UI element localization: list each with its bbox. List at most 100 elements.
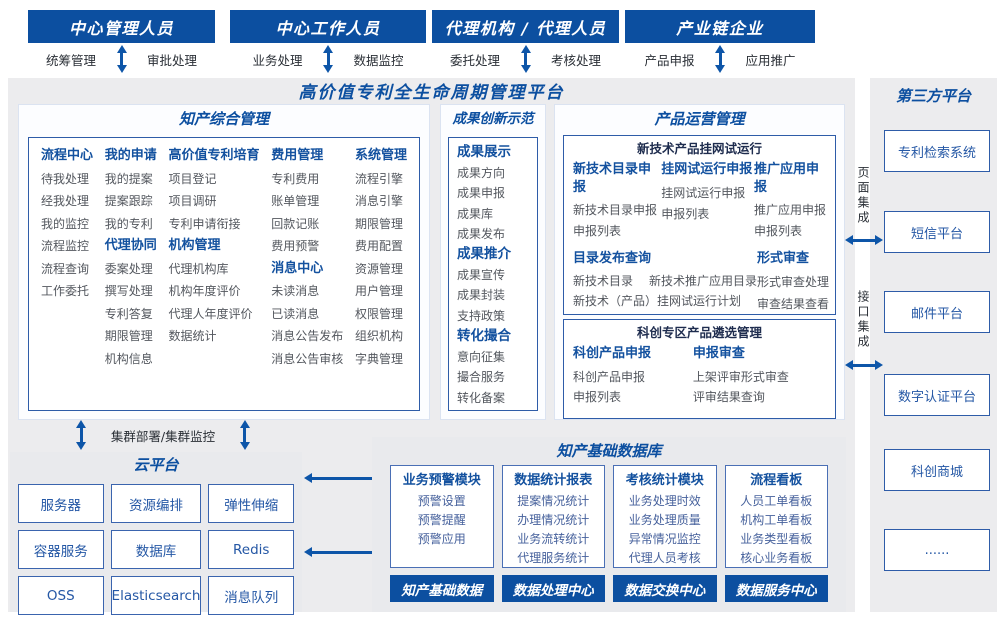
updown-arrow-icon [116, 45, 127, 73]
db-module-box: 流程看板人员工单看板机构工单看板业务类型看板核心业务看板 [724, 465, 828, 568]
menu-item: 流程引擎 [354, 171, 403, 186]
section-ip-management: 知产综合管理 流程中心待我处理经我处理我的监控流程监控流程查询工作委托我的申请我… [18, 104, 430, 420]
db-module-header: 业务预警模块 [402, 473, 481, 488]
subbox-columns: 新技术目录申报新技术目录申报申报列表挂网试运行申报挂网试运行申报申报列表推广应用… [564, 161, 835, 242]
cloud-service-box: 资源编排 [110, 484, 202, 523]
page-integration-label: 页面集成 [856, 166, 870, 226]
menu-item: 专利答复 [104, 306, 153, 321]
db-module-item: 提案情况统计 [517, 494, 590, 508]
third-party-box: ...... [884, 529, 990, 571]
third-party-box: 邮件平台 [884, 291, 990, 333]
menu-item: 待我处理 [41, 171, 90, 186]
left-arrow-icon [304, 473, 372, 483]
section-ip-base-database: 知产基础数据库 业务预警模块预警设置预警提醒预警应用知产基础数据数据统计报表提案… [372, 437, 846, 612]
cloud-service-box: 容器服务 [18, 530, 104, 569]
menu-item: 消息公告审核 [271, 351, 344, 366]
db-module-header: 考核统计模块 [625, 473, 704, 488]
menu-column: 系统管理流程引擎消息引擎期限管理费用配置资源管理用户管理权限管理组织机构字典管理 [355, 145, 407, 370]
menu-column: 费用管理专利费用账单管理回款记账费用预警消息中心未读消息已读消息消息公告发布消息… [271, 145, 343, 370]
db-center-button: 数据处理中心 [501, 575, 605, 602]
menu-item: 已读消息 [271, 306, 320, 321]
menu-item: 消息引擎 [354, 194, 403, 208]
left-right-arrow-icon [845, 360, 883, 370]
menu-column: 新技术目录申报新技术目录申报申报列表 [573, 161, 661, 242]
updown-arrow-icon [520, 45, 531, 73]
left-right-arrow-icon [845, 235, 883, 245]
db-module-item: 代理人员考核 [628, 551, 701, 565]
menu-item: 回款记账 [271, 216, 320, 231]
menu-item: 申报列表 [573, 389, 622, 404]
menu-item: 审查结果查看 [757, 297, 830, 311]
cloud-service-box: OSS [18, 576, 104, 615]
db-center-button: 知产基础数据 [390, 575, 494, 602]
section-achievement-demo-title: 成果创新示范 [452, 111, 534, 127]
menu-item-row: 新技术（产品）挂网试运行计划 [573, 291, 757, 311]
section-achievement-demo: 成果创新示范 成果展示成果方向成果申报成果库成果发布成果推介成果宣传成果封装支持… [440, 104, 546, 420]
db-module-item: 业务流转统计 [517, 532, 590, 546]
cloud-service-box: 弹性伸缩 [208, 484, 294, 523]
menu-group-header: 流程中心 [41, 148, 94, 163]
cloud-service-box: 消息队列 [208, 576, 294, 615]
left-right-arrow-icon [304, 547, 380, 557]
menu-item: 期限管理 [104, 329, 153, 343]
menu-column: 我的申请我的提案提案跟踪我的专利代理协同委案处理撰写处理专利答复期限管理机构信息 [105, 145, 157, 370]
db-column: 数据统计报表提案情况统计办理情况统计业务流转统计代理服务统计数据处理中心 [501, 465, 605, 602]
role-block: 中心管理人员统筹管理审批处理 [28, 10, 215, 75]
menu-group-header: 我的申请 [104, 148, 157, 163]
subbox-title: 科创专区产品遴选管理 [636, 325, 762, 340]
menu-item: 成果方向 [457, 166, 506, 180]
subbox-new-tech-trial: 新技术产品挂网试运行新技术目录申报新技术目录申报申报列表挂网试运行申报挂网试运行… [563, 135, 836, 315]
menu-item: 上架评审形式审查 [692, 369, 789, 384]
menu-group-header: 费用管理 [271, 148, 324, 163]
db-center-button: 数据交换中心 [613, 575, 717, 602]
menu-item: 评审结果查询 [692, 389, 765, 404]
db-column: 考核统计模块业务处理时效业务处理质量异常情况监控代理人员考核数据交换中心 [613, 465, 717, 602]
role-right-label: 应用推广 [745, 52, 796, 68]
menu-item: 新技术目录申报 [573, 203, 658, 217]
menu-item: 费用配置 [354, 239, 403, 253]
menu-item: 申报列表 [661, 206, 710, 221]
menu-item: 经我处理 [41, 194, 90, 208]
menu-item: 账单管理 [271, 194, 320, 208]
menu-item: 我的提案 [104, 171, 153, 186]
menu-item: 机构信息 [104, 351, 153, 366]
menu-group-header: 推广应用申报 [753, 162, 819, 195]
menu-group-header: 转化撮合 [457, 328, 511, 345]
updown-arrow-icon [715, 45, 725, 73]
menu-group-header: 科创产品申报 [573, 346, 652, 361]
menu-item-row: 新技术目录新技术推广应用目录 [573, 271, 757, 291]
third-party-box: 专利检索系统 [884, 130, 990, 172]
cloud-service-box: 数据库 [110, 530, 202, 569]
menu-item: 字典管理 [354, 351, 403, 366]
db-module-item: 业务类型看板 [740, 532, 813, 546]
platform-title: 高价值专利全生命周期管理平台 [298, 83, 565, 103]
role-title: 中心工作人员 [230, 10, 426, 43]
menu-item: 成果发布 [457, 226, 506, 241]
section-cloud-platform-title: 云平台 [133, 456, 179, 474]
menu-group-header: 成果展示 [457, 144, 511, 160]
menu-item: 代理人年度评价 [168, 306, 253, 321]
updown-arrow-icon [76, 420, 87, 450]
role-labels: 业务处理数据监控 [230, 43, 426, 75]
cloud-service-box: Elasticsearch [110, 576, 202, 615]
section-third-party: 第三方平台 专利检索系统短信平台邮件平台数字认证平台科创商城...... [870, 78, 997, 612]
role-block: 中心工作人员业务处理数据监控 [230, 10, 426, 75]
menu-group-header: 高价值专利培育 [168, 148, 260, 163]
cloud-service-box: Redis [208, 530, 294, 569]
subbox-columns: 科创产品申报科创产品申报申报列表申报审查上架评审形式审查评审结果查询 [564, 345, 835, 407]
updown-arrow-icon [239, 420, 250, 450]
third-party-box: 数字认证平台 [884, 374, 990, 416]
menu-group-header: 新技术目录申报 [573, 162, 652, 195]
menu-item: 资源管理 [354, 261, 403, 276]
menu-item: 成果申报 [457, 186, 506, 201]
menu-item: 撮合服务 [457, 370, 506, 385]
menu-item: 费用预警 [271, 239, 320, 253]
subbox-title: 新技术产品挂网试运行 [636, 141, 762, 156]
db-module-item: 预警提醒 [417, 513, 466, 527]
menu-item: 组织机构 [354, 329, 403, 343]
db-module-box: 考核统计模块业务处理时效业务处理质量异常情况监控代理人员考核 [613, 465, 717, 568]
menu-item: 流程查询 [41, 261, 90, 276]
menu-item: 未读消息 [271, 284, 320, 298]
menu-item: 专利费用 [271, 171, 320, 186]
menu-group-header: 代理协同 [104, 238, 157, 253]
